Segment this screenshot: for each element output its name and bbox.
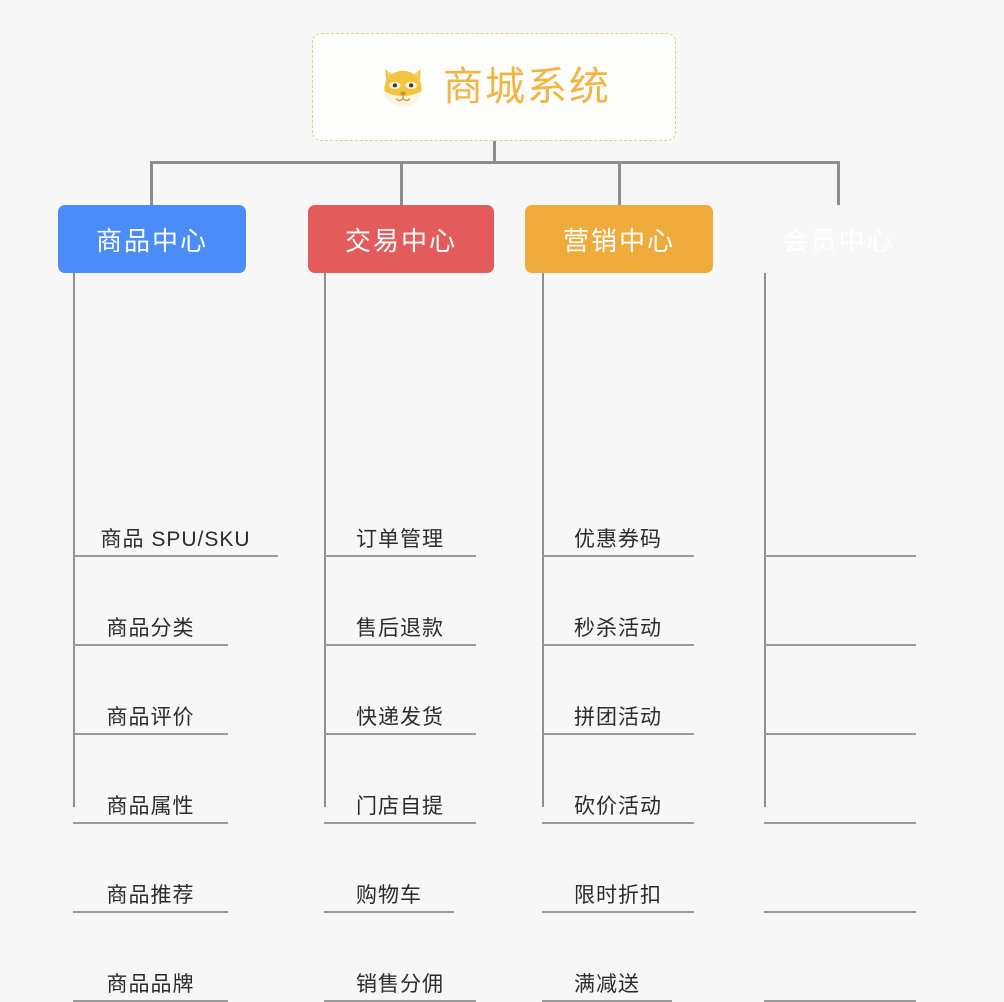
leaf-item[interactable]: 商品品牌 xyxy=(73,913,228,1002)
leaf-item-label: 商品推荐 xyxy=(106,883,195,907)
leaf-item[interactable] xyxy=(764,468,916,557)
root-node[interactable]: 商城系统 xyxy=(312,33,676,141)
leaf-item-label: 商品属性 xyxy=(106,794,195,818)
root-stem-connector xyxy=(493,141,496,163)
category-header-product-center[interactable]: 商品中心 xyxy=(58,205,246,273)
leaf-item[interactable]: 商品 SPU/SKU xyxy=(73,468,278,557)
leaf-item[interactable]: 砍价活动 xyxy=(542,735,694,824)
leaf-item[interactable]: 快递发货 xyxy=(324,646,476,735)
leaf-item-label: 限时折扣 xyxy=(574,883,662,907)
leaf-item-label: 购物车 xyxy=(356,883,422,907)
leaf-item[interactable]: 订单管理 xyxy=(324,468,476,557)
category-header-label: 营销中心 xyxy=(562,225,675,256)
org-chart-canvas: 商城系统 商品中心 商品 SPU/SKU 商品分类 商品评价 商品属性 商品推荐… xyxy=(58,33,932,1002)
column-spine-trade-center xyxy=(324,273,326,807)
leaf-item-label: 砍价活动 xyxy=(574,794,662,818)
leaf-item-label: 满减送 xyxy=(574,972,640,996)
leaf-item[interactable]: 商品分类 xyxy=(73,557,228,646)
category-header-trade-center[interactable]: 交易中心 xyxy=(308,205,494,273)
category-header-label: 会员中心 xyxy=(782,225,895,256)
leaf-item-label: 商品评价 xyxy=(106,705,195,729)
leaf-item-label: 拼团活动 xyxy=(574,705,662,729)
leaf-item-label: 售后退款 xyxy=(356,616,444,640)
leaf-item[interactable]: 优惠券码 xyxy=(542,468,694,557)
leaf-item-label: 优惠券码 xyxy=(574,527,662,551)
leaf-item[interactable]: 购物车 xyxy=(324,824,454,913)
drop-connector-trade-center xyxy=(400,161,403,205)
leaf-item[interactable] xyxy=(764,735,916,824)
leaf-item[interactable]: 门店自提 xyxy=(324,735,476,824)
leaf-item[interactable]: 销售分佣 xyxy=(324,913,476,1002)
leaf-item[interactable] xyxy=(764,646,916,735)
category-header-member-center[interactable]: 会员中心 xyxy=(745,205,932,273)
leaf-item-label: 订单管理 xyxy=(356,527,444,551)
drop-connector-product-center xyxy=(150,161,153,205)
leaf-item[interactable]: 售后退款 xyxy=(324,557,476,646)
leaf-item[interactable]: 商品评价 xyxy=(73,646,228,735)
leaf-item-label: 秒杀活动 xyxy=(574,616,662,640)
leaf-item-label: 快递发货 xyxy=(356,705,444,729)
leaf-item[interactable]: 秒杀活动 xyxy=(542,557,694,646)
leaf-item-label: 商品品牌 xyxy=(106,972,195,996)
leaf-item[interactable]: 满减送 xyxy=(542,913,672,1002)
column-spine-marketing-center xyxy=(542,273,544,807)
category-header-label: 商品中心 xyxy=(95,225,208,256)
leaf-item-label: 门店自提 xyxy=(356,794,444,818)
leaf-item-label: 商品 SPU/SKU xyxy=(100,527,251,551)
leaf-item[interactable]: 商品属性 xyxy=(73,735,228,824)
category-header-label: 交易中心 xyxy=(344,225,457,256)
leaf-item[interactable]: 拼团活动 xyxy=(542,646,694,735)
leaf-item[interactable] xyxy=(764,913,916,1002)
leaf-item[interactable]: 商品推荐 xyxy=(73,824,228,913)
leaf-item-label: 商品分类 xyxy=(106,616,195,640)
leaf-item[interactable]: 限时折扣 xyxy=(542,824,694,913)
drop-connector-marketing-center xyxy=(618,161,621,205)
column-spine-product-center xyxy=(73,273,75,807)
leaf-item-label: 销售分佣 xyxy=(356,972,444,996)
root-title: 商城系统 xyxy=(443,65,611,109)
drop-connector-member-center xyxy=(837,161,840,205)
horizontal-bus-connector xyxy=(150,161,840,164)
leaf-item[interactable] xyxy=(764,824,916,913)
leaf-item[interactable] xyxy=(764,557,916,646)
shiba-dog-icon xyxy=(377,61,429,113)
column-spine-member-center xyxy=(764,273,766,807)
category-header-marketing-center[interactable]: 营销中心 xyxy=(525,205,713,273)
